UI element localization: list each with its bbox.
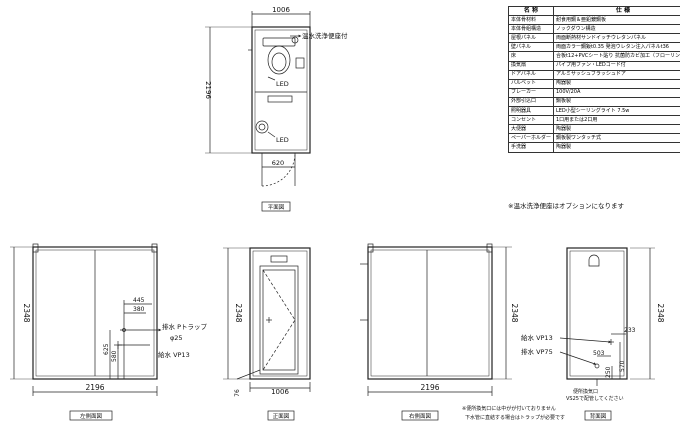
exhaust-spec: VS25で配管してください <box>566 395 624 402</box>
left-drain-dia: φ25 <box>170 334 183 342</box>
plan-width-label: 1006 <box>272 6 290 14</box>
spec-row: 換気扇パイプ用ファン・LEDコード付 <box>508 60 680 71</box>
spec-row: バルベット陶器製 <box>508 78 680 89</box>
front-elevation <box>223 247 311 392</box>
spec-item-value: パイプ用ファン・LEDコード付 <box>552 60 680 71</box>
back-elevation <box>559 247 655 386</box>
spec-row: 外部引込口鋼板製 <box>508 96 680 108</box>
left-width-label: 2196 <box>85 383 104 392</box>
dim-445: 445 <box>133 297 145 304</box>
exhaust-title: 便所換気口 <box>573 388 598 395</box>
front-elev-outline <box>249 247 311 380</box>
spec-row: 手洗器陶器製 <box>508 142 680 153</box>
toilet-label: 温水洗浄便座付 <box>302 31 348 40</box>
spec-item-value: 陶器製 <box>552 78 680 89</box>
back-supply-label: 給水 VP13 <box>521 333 553 342</box>
door-frame <box>259 265 299 375</box>
plan-height-label: 2196 <box>204 81 212 99</box>
plan-outline <box>251 26 311 154</box>
led-label-2: LED <box>276 136 289 144</box>
back-elev-outline <box>566 247 628 380</box>
sink <box>255 120 269 134</box>
right-elev-outline <box>367 246 493 380</box>
spec-item-value: アルミサッシュフラッシュドア <box>552 69 680 80</box>
dim-380: 380 <box>133 306 145 313</box>
spec-row: ドアパネルアルミサッシュフラッシュドア <box>508 69 680 80</box>
plan-view <box>205 11 311 187</box>
door-swing <box>261 152 296 187</box>
left-elevation <box>10 243 162 396</box>
right-elevation <box>360 243 512 396</box>
back-drain-label: 排水 VP75 <box>521 347 553 356</box>
spec-item-value: 耐食用鋼＆亜鉛鍍鋼板 <box>552 15 680 26</box>
spec-item-value: 1口用または2口用 <box>552 115 680 126</box>
back-note-2: 下水管に直結する場合はトラップが必要です <box>465 414 565 421</box>
right-caption: 右側面図 <box>409 412 432 420</box>
plan-caption: 平面図 <box>268 204 285 211</box>
tank <box>262 37 296 47</box>
dim-503: 503 <box>593 350 605 357</box>
option-note: ※温水洗浄便座はオプションになります <box>508 202 624 210</box>
spec-table: 名 称仕 様 本体骨材料耐食用鋼＆亜鉛鍍鋼板本体骨組構造ノックダウン構造屋根パネ… <box>508 5 680 153</box>
front-caption: 正面図 <box>273 413 290 420</box>
front-height-label: 2348 <box>234 303 243 322</box>
dim-250: 250 <box>605 366 612 378</box>
door-width-label: 620 <box>272 159 284 167</box>
dim-233: 233 <box>624 327 636 334</box>
left-caption: 左側面図 <box>80 412 103 420</box>
left-elev-outline <box>32 246 158 380</box>
right-height-label: 2348 <box>510 303 519 322</box>
back-note-1: ※便所換気口には中がが付いておりません <box>462 405 556 412</box>
vent <box>270 255 288 263</box>
front-base-label: 76 <box>234 389 241 397</box>
left-height-label: 2348 <box>22 303 31 322</box>
front-width-label: 1006 <box>271 388 289 396</box>
right-width-label: 2196 <box>420 383 439 392</box>
toilet-bowl <box>267 45 291 75</box>
spec-row: 本体骨材料耐食用鋼＆亜鉛鍍鋼板 <box>508 15 680 26</box>
spec-item-value: LED小型シーリングライト 7.5w <box>552 106 680 117</box>
left-drain-label: 排水 Pトラップ <box>162 322 207 331</box>
back-caption: 背面図 <box>590 412 607 420</box>
spec-item-value: 鋼板製 <box>552 96 680 108</box>
dim-570: 570 <box>619 360 626 372</box>
back-vent <box>588 254 600 267</box>
spec-item-value: 陶器製 <box>552 142 680 153</box>
spec-item-value: 100V/20A <box>552 87 680 98</box>
dim-580: 580 <box>111 350 118 362</box>
back-height-label: 2348 <box>656 303 665 322</box>
captions: 平面図 左側面図 正面図 右側面図 背面図 <box>69 201 612 421</box>
left-supply-label: 給水 VP13 <box>158 350 190 359</box>
dim-625: 625 <box>103 343 110 355</box>
led-label-1: LED <box>276 80 289 88</box>
